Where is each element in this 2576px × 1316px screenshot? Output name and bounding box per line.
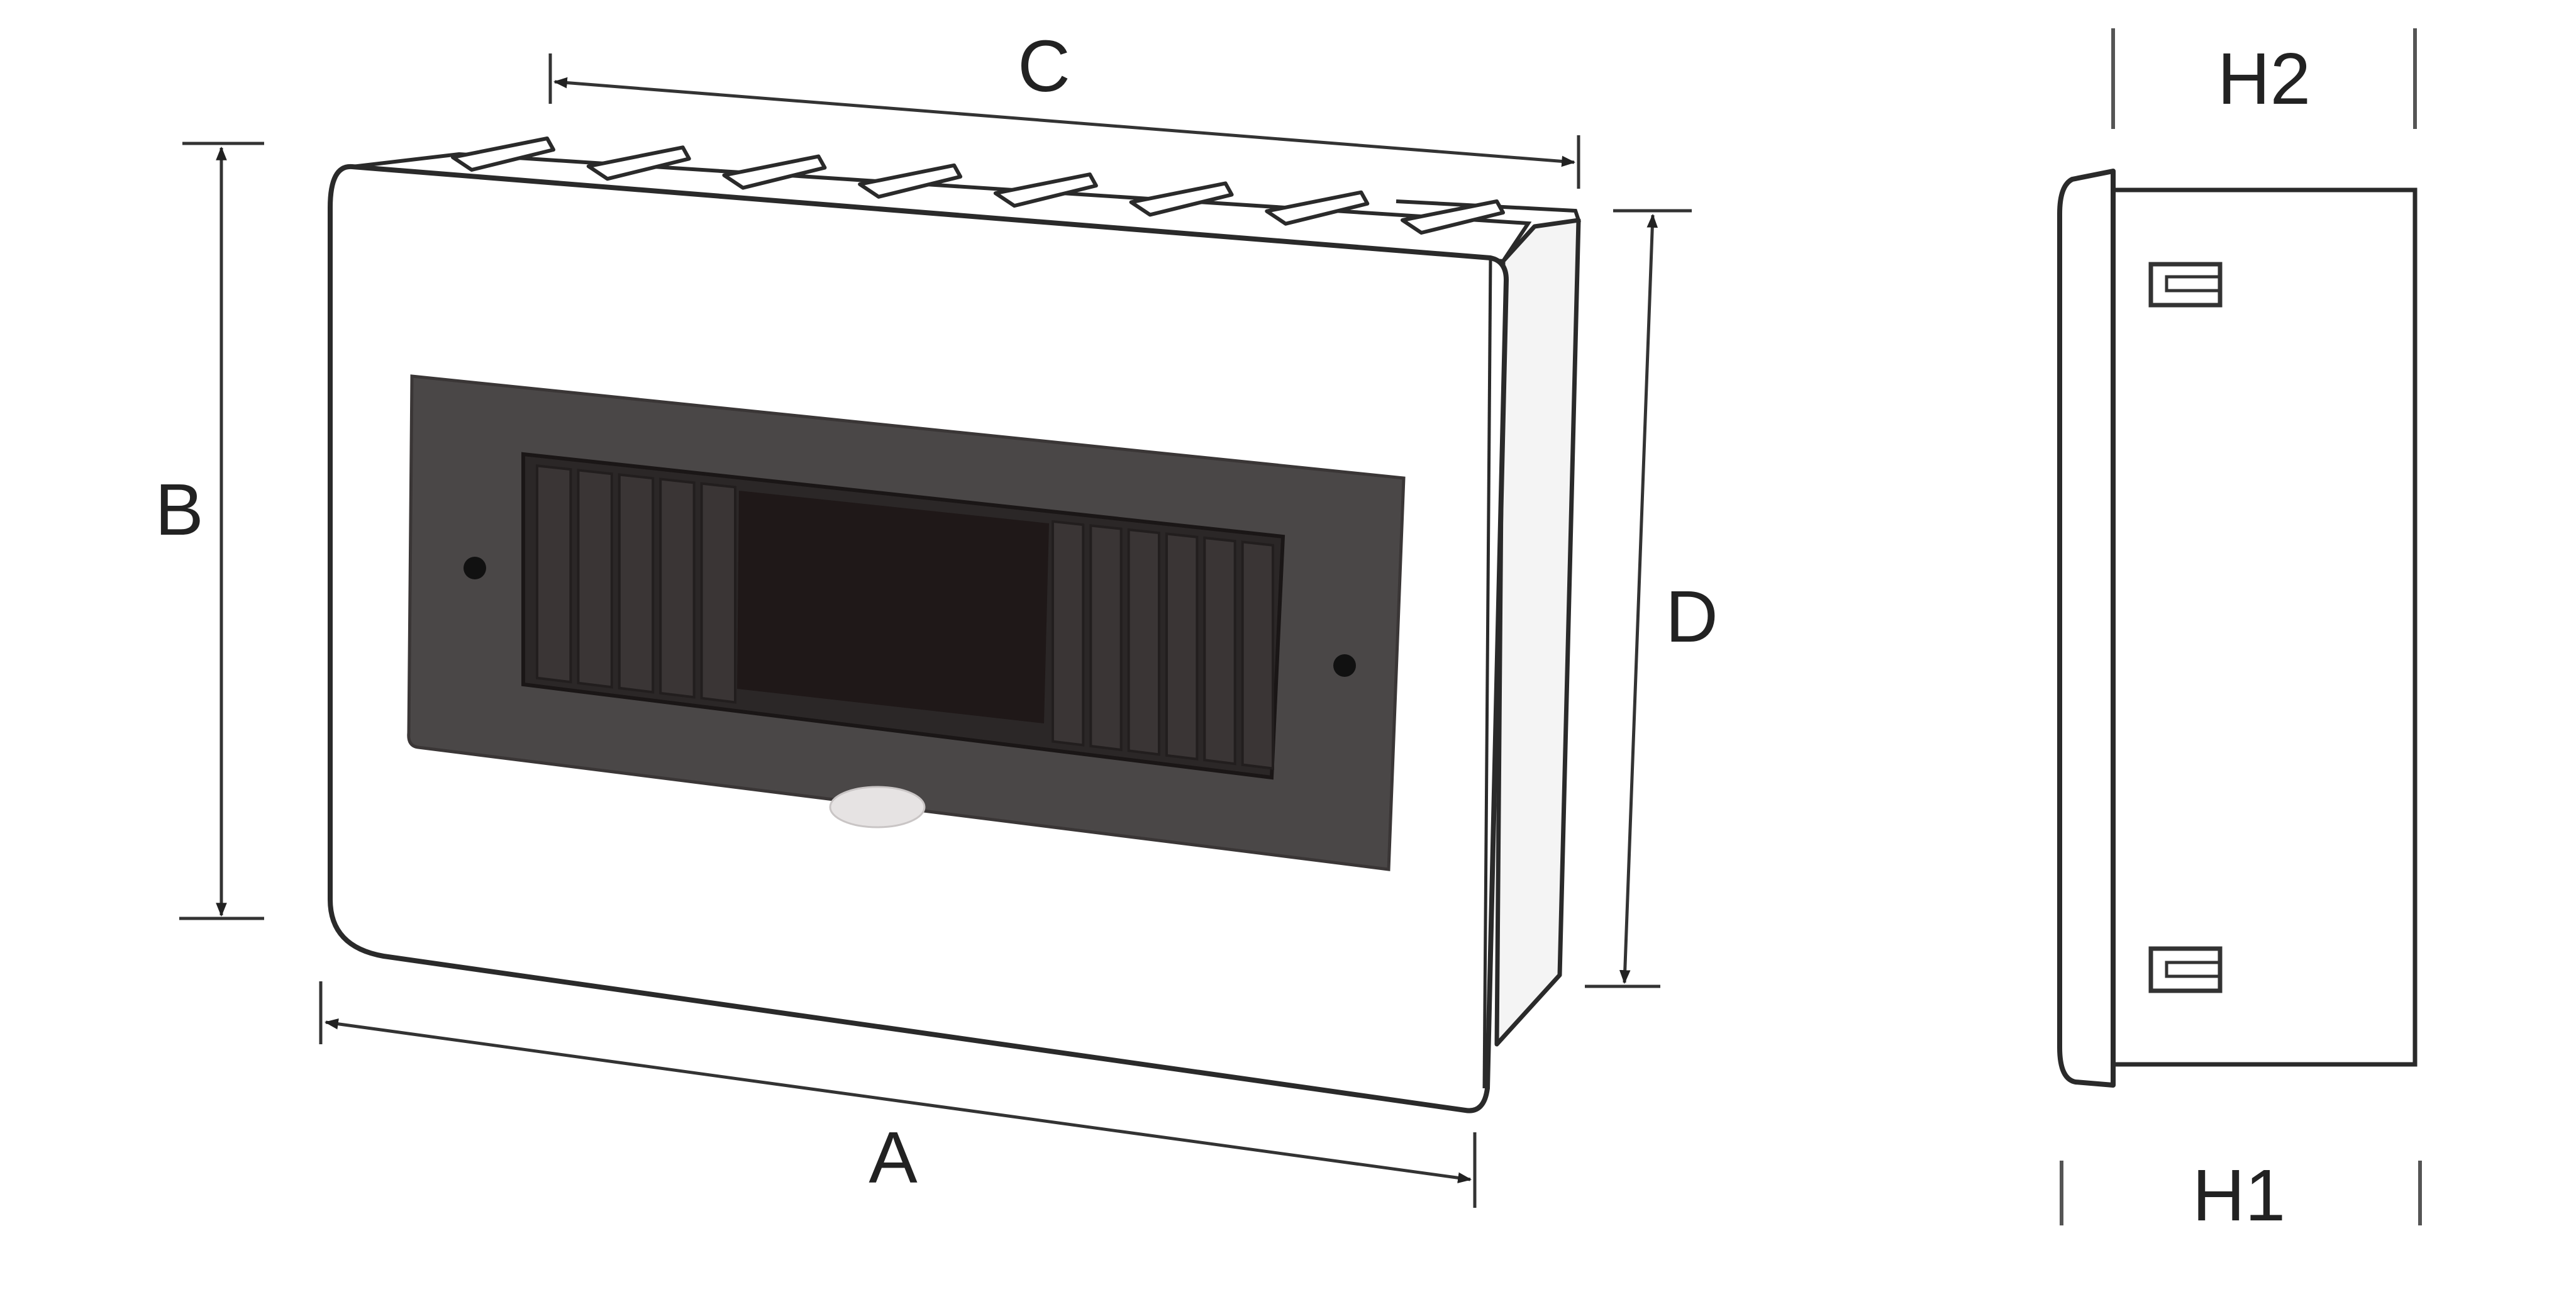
dimension-label-c: C bbox=[1018, 25, 1070, 107]
dimension-label-b: B bbox=[155, 469, 203, 550]
right-screw-icon bbox=[1333, 654, 1356, 677]
dimension-label-h1: H1 bbox=[2192, 1154, 2285, 1236]
module-slats bbox=[536, 464, 1274, 770]
window-center-block bbox=[737, 491, 1049, 723]
module-slat bbox=[1165, 532, 1199, 761]
top-tab bbox=[858, 163, 963, 199]
module-slat bbox=[1203, 536, 1236, 766]
box-side-panel bbox=[1494, 218, 1581, 1047]
module-slat bbox=[1127, 528, 1160, 756]
front-view bbox=[328, 137, 1581, 1113]
top-tab bbox=[1129, 181, 1234, 217]
side-view-cover bbox=[2057, 169, 2116, 1088]
dimension-label-d: D bbox=[1665, 576, 1718, 657]
top-tab bbox=[1401, 199, 1505, 235]
dimension-label-h2: H2 bbox=[2218, 38, 2311, 120]
module-slat bbox=[536, 464, 572, 684]
module-slat bbox=[1089, 524, 1123, 752]
module-slat bbox=[1241, 540, 1274, 770]
side-view bbox=[2057, 28, 2422, 1225]
door-latch bbox=[829, 786, 926, 828]
dimension-c-line bbox=[553, 77, 1576, 167]
dimension-d-line bbox=[1619, 213, 1658, 984]
top-tab bbox=[1265, 190, 1370, 226]
dimension-label-a: A bbox=[869, 1117, 918, 1198]
module-slat bbox=[577, 469, 613, 689]
module-slat bbox=[700, 482, 736, 704]
module-slat bbox=[1052, 520, 1085, 747]
side-view-body bbox=[2111, 187, 2418, 1067]
left-screw-icon bbox=[464, 557, 486, 579]
box-front-cover-inner-edge bbox=[1482, 257, 1492, 1089]
upper-clip-icon bbox=[2148, 262, 2223, 308]
top-tab bbox=[993, 172, 1098, 208]
module-slat bbox=[659, 477, 696, 699]
module-slat bbox=[618, 473, 655, 694]
dimension-a-line bbox=[324, 1018, 1472, 1184]
dimension-lines bbox=[179, 53, 1692, 1208]
lower-clip-icon bbox=[2148, 946, 2223, 993]
